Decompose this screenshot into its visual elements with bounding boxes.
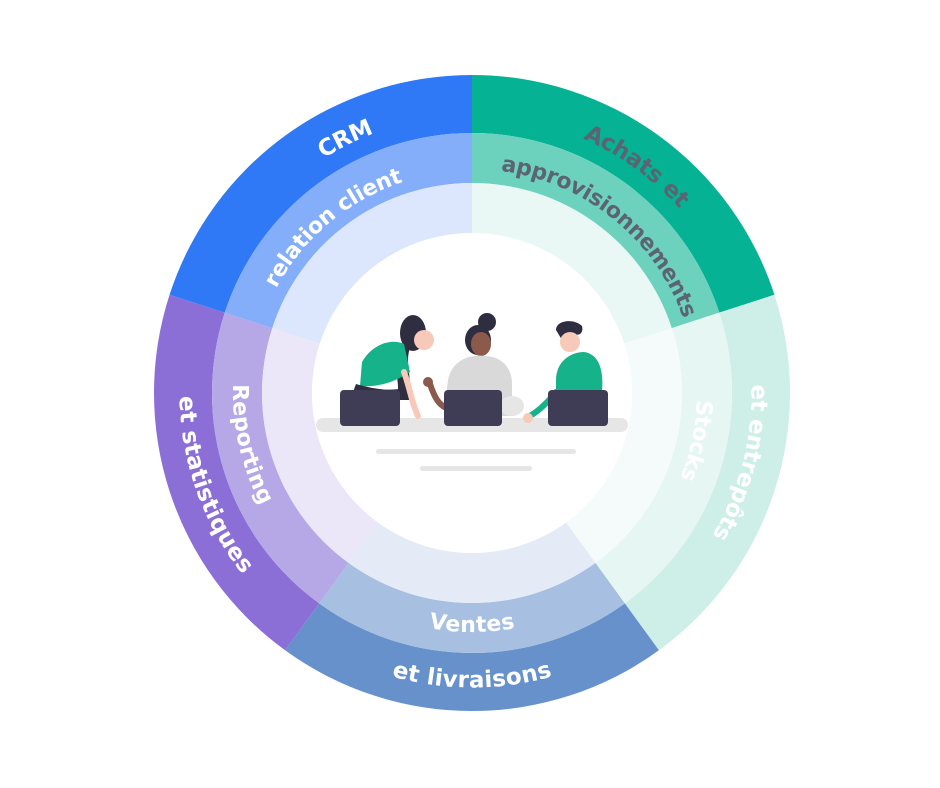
wheel-wedges — [154, 75, 790, 711]
wedge-stocks-inner — [348, 522, 596, 603]
wedge-achats-middle — [595, 312, 732, 604]
wedge-achats-inner — [566, 328, 682, 563]
wedge-ventes-middle — [211, 312, 349, 604]
wedge-ventes-outer — [154, 294, 320, 651]
wedge-stocks-middle — [319, 562, 625, 653]
table-line-2 — [420, 466, 532, 471]
wedge-crm-outer — [472, 75, 775, 313]
table-line-1 — [376, 449, 576, 454]
wedge-crm-middle — [472, 133, 720, 329]
laptop-left — [340, 390, 400, 426]
person-right — [523, 321, 603, 423]
wedge-crm-inner — [472, 183, 672, 344]
wedge-achats-outer — [624, 294, 790, 651]
wedge-stocks-outer — [285, 603, 659, 711]
laptop-right — [548, 390, 608, 426]
wedge-ventes-inner — [262, 328, 378, 563]
label-ventes-inner: Ventes — [428, 609, 516, 638]
wedge-reporting-outer — [169, 75, 472, 313]
laptop-middle — [444, 390, 502, 426]
team-meeting-illustration — [316, 313, 628, 471]
wedge-reporting-inner — [272, 183, 472, 344]
wedge-reporting-middle — [224, 133, 472, 329]
